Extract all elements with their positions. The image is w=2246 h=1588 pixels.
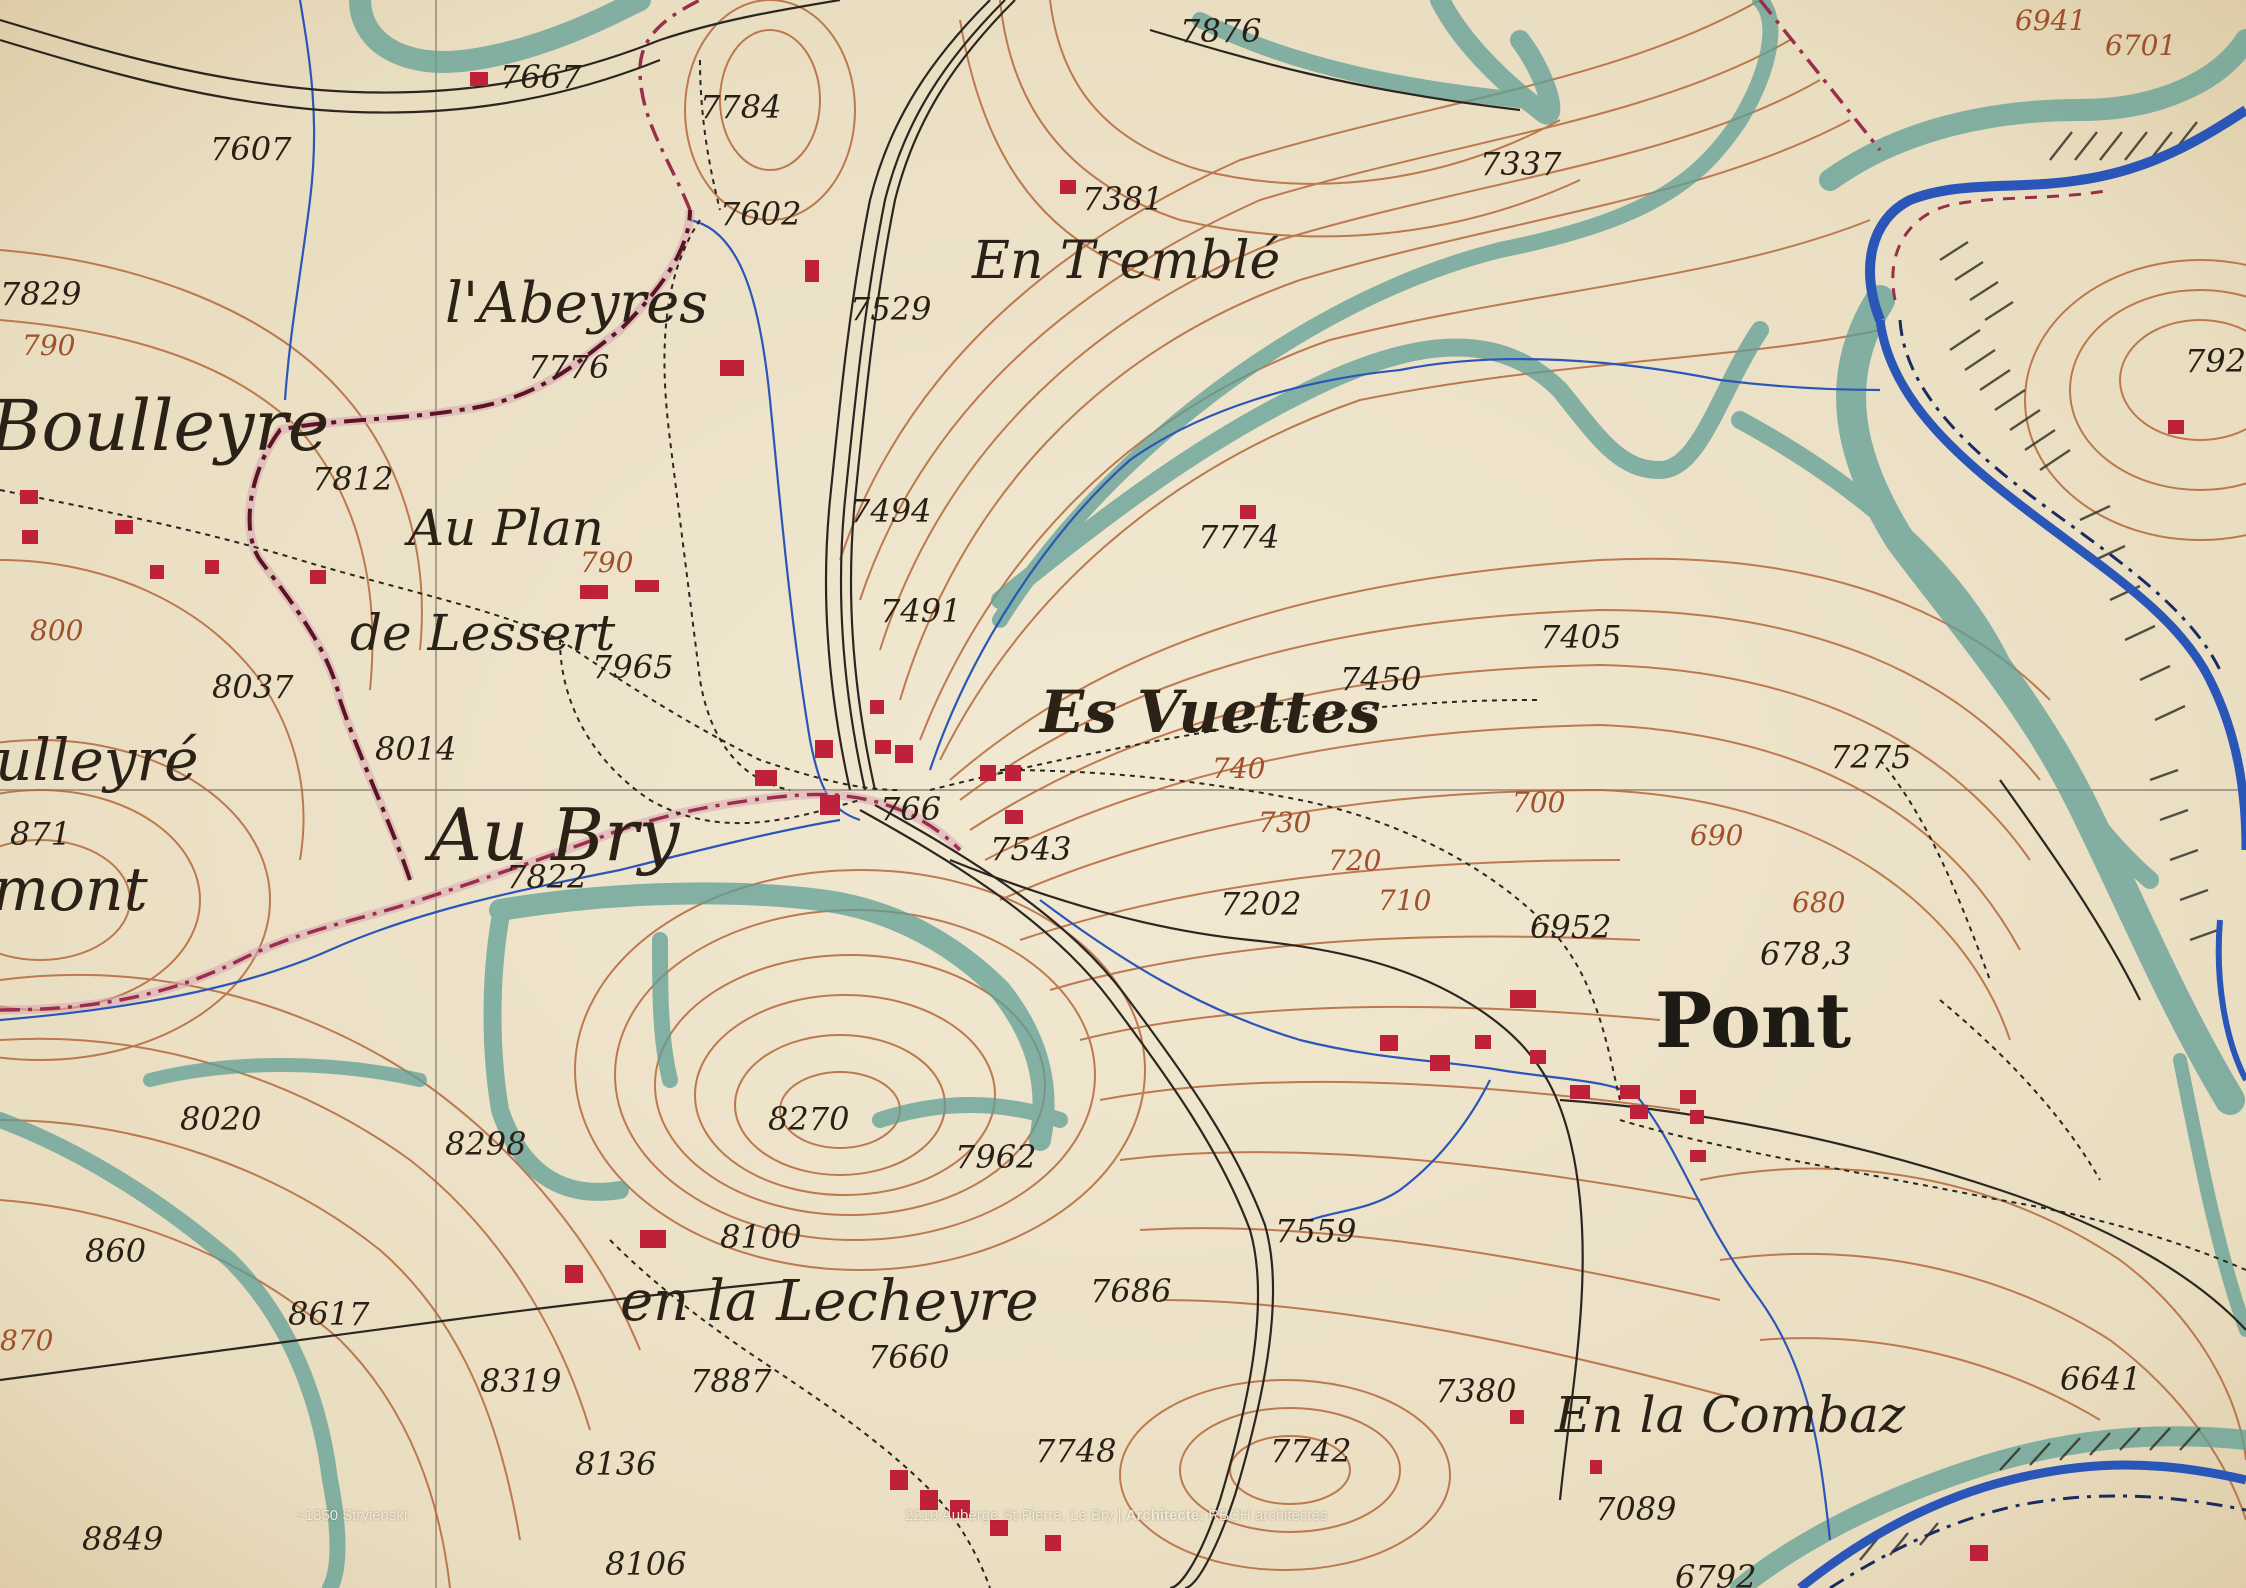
contour-value-label: 790 (580, 546, 633, 579)
elevation-label: 860 (85, 1232, 146, 1270)
place-label-es-vuettes: Es Vuettes (1038, 678, 1381, 746)
elevation-label: 8136 (575, 1445, 656, 1483)
elevation-label: 8617 (288, 1295, 370, 1333)
place-label-en-tremble: En Tremblé (971, 231, 1280, 291)
elevation-label: 8106 (605, 1545, 686, 1583)
elevation-label: 7089 (1595, 1490, 1676, 1528)
elevation-label: 8319 (480, 1362, 561, 1400)
contour-value-label: 730 (1258, 806, 1311, 839)
caption-project-name: 2210 Auberge St-Pierre, Le Bry (905, 1507, 1114, 1524)
cliff-hachures (1859, 121, 2219, 1561)
elevation-label: 8270 (768, 1100, 849, 1138)
place-label-en-la-lecheyre: en la Lecheyre (620, 1269, 1039, 1334)
contour-value-label: 870 (0, 1324, 53, 1357)
boundary-line (0, 0, 1882, 1015)
elevation-label: 7607 (210, 130, 292, 168)
elevation-label: 7275 (1830, 738, 1911, 776)
elevation-label: 7812 (312, 460, 393, 498)
caption-project: 2210 Auberge St-Pierre, Le Bry | Archite… (905, 1507, 1327, 1524)
elevation-label: 8037 (212, 668, 294, 706)
elevation-label: 6641 (2060, 1360, 2141, 1398)
elevation-label: 7876 (1180, 12, 1261, 50)
elevation-label: 7660 (868, 1338, 949, 1376)
caption-source: ~1850 Stryienski (296, 1507, 407, 1524)
elevation-label: 6952 (1530, 908, 1611, 946)
elevation-label: 792 (2185, 342, 2246, 380)
contour-value-label: 710 (1378, 884, 1431, 917)
caption-architect-label: Architecte: (1125, 1507, 1209, 1524)
elevation-label: 7491 (880, 592, 961, 630)
elevation-label: 8014 (375, 730, 456, 768)
elevation-label: 7337 (1480, 145, 1562, 183)
contour-value-label: 720 (1328, 844, 1381, 877)
contour-value-label: 690 (1690, 819, 1743, 852)
elevation-label: 6792 (1675, 1558, 1756, 1588)
contour-value-label: 790 (22, 329, 75, 362)
place-label-au-plan: Au Plan (404, 499, 604, 557)
streams (0, 0, 1881, 1541)
elevation-label: 7494 (850, 492, 931, 530)
buildings (20, 72, 2184, 1561)
elevation-label: 8020 (180, 1100, 261, 1138)
elevation-label: 7380 (1435, 1372, 1516, 1410)
elevation-label: 7529 (850, 290, 931, 328)
elevation-label: 7559 (1275, 1212, 1356, 1250)
elevation-label: 8298 (445, 1125, 526, 1163)
place-labels: Pont Au Bry En Tremblé Es Vuettes l'Abey… (0, 231, 1906, 1444)
elevation-label: 7602 (720, 195, 801, 233)
elevation-label: 678,3 (1760, 935, 1852, 973)
place-label-boulleyre: Boulleyre (0, 385, 329, 467)
elevation-label: 7887 (690, 1362, 772, 1400)
place-label-boulleyre-lower: ulleyré (0, 726, 199, 794)
elevation-label: 7748 (1035, 1432, 1116, 1470)
contour-value-labels: 790 790 800 740 730 720 710 700 690 680 … (0, 4, 2176, 1357)
elevation-label: 7774 (1198, 518, 1279, 556)
caption-architect-value: RBCH architectes (1208, 1507, 1328, 1524)
elevation-label: 7965 (592, 648, 673, 686)
elevation-label: 7405 (1540, 618, 1621, 656)
place-label-mont: mont (0, 855, 149, 925)
elevation-label: 7742 (1270, 1432, 1351, 1470)
elevation-label: 8849 (82, 1520, 163, 1558)
elevation-label: 7776 (528, 348, 609, 386)
caption-source-text: ~1850 Stryienski (296, 1507, 408, 1524)
footpaths (0, 59, 2246, 1588)
caption-separator: | (1113, 1507, 1126, 1524)
elevation-label: 7784 (700, 88, 781, 126)
place-label-labeyres: l'Abeyres (445, 271, 708, 336)
elevation-label: 7686 (1090, 1272, 1171, 1310)
contour-value-label: 6941 (2015, 4, 2086, 37)
contour-value-label: 740 (1212, 752, 1265, 785)
place-label-au-bry: Au Bry (424, 793, 681, 877)
river (1797, 105, 2246, 1588)
elevation-label: 7381 (1082, 180, 1163, 218)
elevation-label: 766 (880, 790, 941, 828)
elevation-label: 8100 (720, 1218, 801, 1256)
place-label-pont: Pont (1655, 976, 1851, 1065)
contour-value-label: 800 (30, 614, 83, 647)
elevation-label: 7822 (506, 858, 587, 896)
elevation-label: 7450 (1340, 660, 1421, 698)
elevation-label: 7667 (500, 58, 582, 96)
contour-value-label: 680 (1792, 886, 1845, 919)
place-label-en-la-combaz: En la Combaz (1554, 1386, 1906, 1444)
elevation-label: 871 (10, 815, 71, 853)
contour-value-label: 6701 (2105, 29, 2176, 62)
place-label-de-lessert: de Lessert (350, 604, 616, 662)
contour-value-label: 700 (1512, 786, 1565, 819)
elevation-labels: 7667 7784 7876 7607 7337 7381 7602 7529 … (0, 12, 2246, 1588)
elevation-label: 7202 (1220, 885, 1301, 923)
elevation-label: 7829 (0, 275, 81, 313)
elevation-label: 7543 (990, 830, 1071, 868)
elevation-label: 7962 (955, 1138, 1036, 1176)
